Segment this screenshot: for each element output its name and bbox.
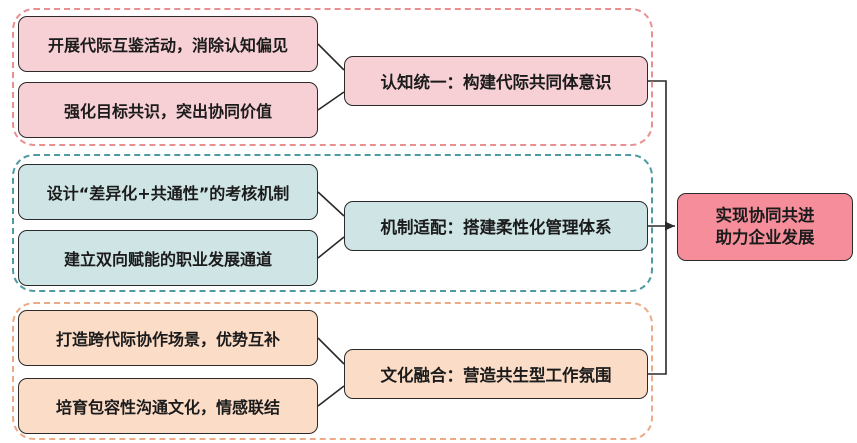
measure-box: 培育包容性沟通文化，情感联结 — [18, 378, 318, 434]
group-frame-cognition — [12, 8, 653, 146]
connector-line — [317, 43, 345, 71]
connector-line — [317, 91, 345, 111]
connector-line — [317, 191, 345, 217]
principle-box-culture: 文化融合：营造共生型工作氛围 — [344, 349, 648, 399]
principle-box-cognition: 认知统一：构建代际共同体意识 — [344, 56, 648, 106]
goal-box: 实现协同共进 助力企业发展 — [677, 193, 853, 261]
group-frame-mechanism — [12, 154, 653, 292]
connector-line — [317, 337, 345, 365]
connector-line — [317, 236, 345, 259]
measure-box: 强化目标共识，突出协同价值 — [18, 82, 318, 138]
measure-box: 打造跨代际协作场景，优势互补 — [18, 310, 318, 366]
group-frame-culture — [12, 302, 653, 440]
measure-box: 设计“差异化+共通性”的考核机制 — [18, 164, 318, 220]
measure-box: 建立双向赋能的职业发展通道 — [18, 230, 318, 286]
connector-line — [317, 385, 345, 407]
measure-box: 开展代际互鉴活动，消除认知偏见 — [18, 16, 318, 72]
principle-box-mechanism: 机制适配：搭建柔性化管理体系 — [344, 201, 648, 251]
